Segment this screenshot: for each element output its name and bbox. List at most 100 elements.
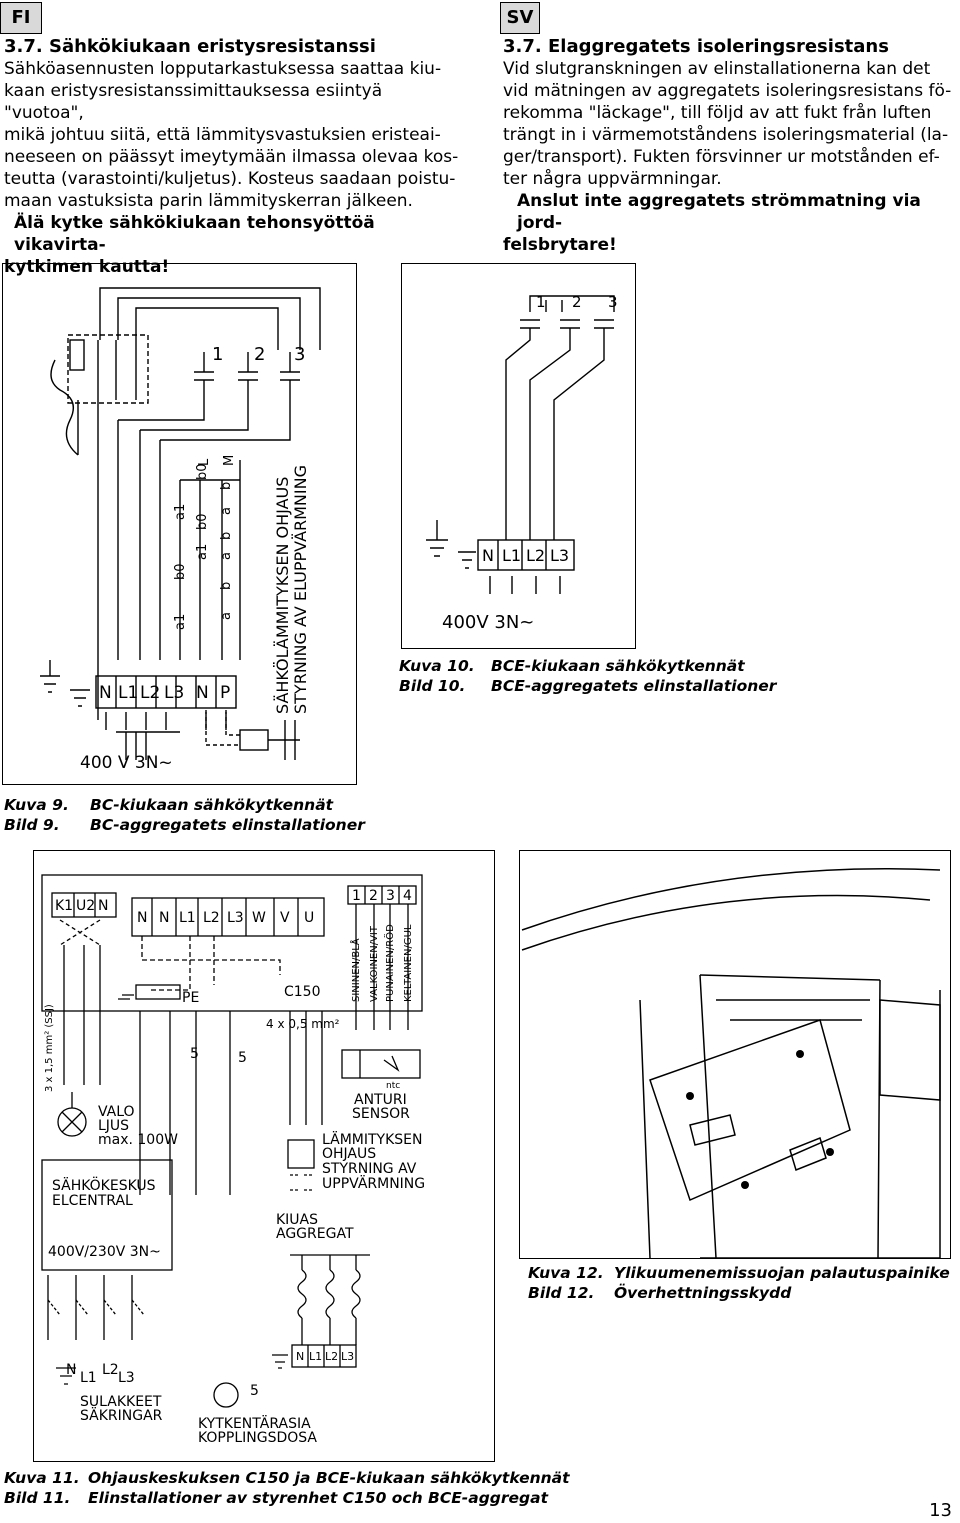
fig9-sw-8: b — [219, 582, 234, 590]
fig11-five-3: 5 — [250, 1383, 259, 1399]
fig11-ht-n: N — [296, 1350, 304, 1363]
fig9-caption: Kuva 9.BC-kiukaan sähkökytkennät Bild 9.… — [4, 795, 365, 835]
fig11-t-l2: L2 — [203, 910, 220, 926]
fig11-k1: K1 — [55, 898, 73, 914]
fig9-term-l3: L3 — [164, 683, 184, 703]
fig9-sw-9: a — [219, 552, 234, 560]
fig11-kn: N — [98, 898, 108, 914]
sv-line-4: trängt in i värmemotståndens isoleringsm… — [503, 125, 949, 145]
sv-line-5: ger/transport). Fukten försvinner ur mot… — [503, 147, 940, 167]
fi-line-4: neeseen on päässyt imeytymään ilmassa ol… — [4, 147, 459, 167]
fig11-heating-2: OHJAUS — [322, 1146, 376, 1162]
fig9-sw-6: b0 — [195, 463, 210, 480]
fig9-cap-fi-key: Kuva 9. — [4, 796, 69, 814]
fig9-cap-sv: BC-aggregatets elinstallationer — [90, 816, 365, 834]
fig11-heater-1: KIUAS — [276, 1212, 318, 1228]
fig11-box-1: KYTKENTÄRASIA — [198, 1414, 311, 1432]
fig12-caption: Kuva 12. Ylikuumenemissuojan palautuspain… — [528, 1263, 950, 1303]
fig11-five-2: 5 — [238, 1050, 247, 1066]
fig11-wire-yellow: KELTAINEN/GUL — [403, 924, 414, 1002]
figure-10-frame — [401, 263, 636, 649]
sv-tag: SV — [500, 2, 540, 34]
page-number: 13 — [929, 1500, 952, 1521]
fig11-ht-l3: L3 — [341, 1350, 354, 1363]
fig11-central-2: ELCENTRAL — [52, 1193, 133, 1209]
fig11-heater-2: AGGREGAT — [276, 1226, 354, 1242]
fig11-light-3: max. 100W — [98, 1132, 178, 1148]
fi-tag: FI — [0, 2, 42, 34]
fig11-sp-l2: L2 — [102, 1362, 119, 1378]
fig11-five-1: 5 — [190, 1046, 199, 1062]
fig11-t-u: U — [304, 910, 314, 926]
fig9-supply: 400 V 3N~ — [80, 753, 173, 773]
fig11-sp-l1: L1 — [80, 1370, 97, 1386]
fig11-cap-fi-key: Kuva 11. — [4, 1469, 80, 1487]
fig11-t-l3: L3 — [227, 910, 244, 926]
fig9-num-3: 3 — [294, 344, 305, 365]
fig10-caption: Kuva 10. BCE-kiukaan sähkökytkennät Bild … — [399, 656, 776, 696]
sv-warning-2: felsbrytare! — [503, 235, 617, 255]
fig10-num-2: 2 — [572, 293, 582, 311]
fig11-light-1: VALO — [98, 1104, 135, 1120]
fig11-s-4: 4 — [403, 888, 412, 904]
fig10-cap-fi: BCE-kiukaan sähkökytkennät — [491, 657, 745, 675]
fig10-term-l1: L1 — [502, 546, 521, 565]
fig12-cap-fi-key: Kuva 12. — [528, 1264, 604, 1282]
fig11-box-2: KOPPLINGSDOSA — [198, 1430, 317, 1446]
fig10-cap-sv: BCE-aggregatets elinstallationer — [491, 677, 777, 695]
fig11-pe: PE — [182, 990, 199, 1006]
fi-heading: 3.7. Sähkökiukaan eristysresistanssi — [4, 36, 376, 57]
fig11-fuses-1: SULAKKEET — [80, 1394, 162, 1410]
fig9-sw-11: a — [219, 507, 234, 515]
fig11-cap-fi: Ohjauskeskuksen C150 ja BCE-kiukaan sähk… — [88, 1469, 570, 1487]
fig11-sensor-2: SENSOR — [352, 1106, 410, 1122]
sv-section: 3.7. Elaggregatets isoleringsresistans V… — [503, 36, 958, 256]
fig9-sw-14: M — [222, 455, 237, 466]
fig11-s-2: 2 — [369, 888, 378, 904]
fig9-cap-sv-key: Bild 9. — [4, 816, 60, 834]
figure-11-frame — [33, 850, 495, 1462]
fig10-supply: 400V 3N~ — [442, 612, 534, 633]
fig11-cap-sv: Elinstallationer av styrenhet C150 och B… — [88, 1489, 549, 1507]
figure-9-frame — [2, 263, 357, 785]
fig11-ht-l2: L2 — [325, 1350, 338, 1363]
fig11-central-1: SÄHKÖKESKUS — [52, 1176, 156, 1194]
fig10-term-l3: L3 — [550, 546, 569, 565]
fig11-t-w: W — [252, 910, 266, 926]
fig9-control-2: STYRNING AV ELUPPVÄRMNING — [291, 465, 310, 714]
fig11-sp-n: N — [66, 1362, 76, 1378]
fig11-caption: Kuva 11. Ohjauskeskuksen C150 ja BCE-kiuk… — [4, 1468, 570, 1508]
fig12-cap-fi: Ylikuumenemissuojan palautuspainike — [614, 1264, 950, 1282]
fig11-cable: 4 x 0,5 mm² — [266, 1017, 340, 1031]
sv-line-3: rekomma "läckage", till följd av att fuk… — [503, 103, 932, 123]
fi-line-3: mikä johtuu siitä, että lämmitysvastuksi… — [4, 125, 441, 145]
fi-warning-2: kytkimen kautta! — [4, 257, 170, 277]
fig10-term-l2: L2 — [526, 546, 545, 565]
fi-warning-1: Älä kytke sähkökiukaan tehonsyöttöä vika… — [14, 213, 375, 255]
fig11-ht-l1: L1 — [309, 1350, 322, 1363]
fig9-num-2: 2 — [254, 344, 265, 365]
fig9-sw-3: a1 — [173, 504, 188, 520]
sv-heading: 3.7. Elaggregatets isoleringsresistans — [503, 36, 889, 57]
fig11-c150: C150 — [284, 984, 321, 1000]
fig10-cap-sv-key: Bild 10. — [399, 677, 466, 695]
fig9-term-n2: N — [196, 683, 209, 703]
fig9-control-1: SÄHKÖLÄMMITYKSEN OHJAUS — [273, 477, 292, 714]
fig10-cap-fi-key: Kuva 10. — [399, 657, 475, 675]
fi-line-6: maan vastuksista parin lämmityskerran jä… — [4, 191, 413, 211]
fig9-sw-10: b — [219, 532, 234, 540]
fig11-heating-4: UPPVÄRMNING — [322, 1174, 425, 1192]
fig9-term-p: P — [220, 683, 230, 703]
fig11-sensor-1: ANTURI — [354, 1092, 407, 1108]
fig11-heating-3: STYRNING AV — [322, 1161, 417, 1177]
sv-line-1: Vid slutgranskningen av elinstallationer… — [503, 59, 931, 79]
fig11-light-2: LJUS — [98, 1118, 129, 1134]
fig9-sw-5: b0 — [195, 513, 210, 530]
fig9-num-1: 1 — [212, 344, 223, 365]
fig9-sw-13: L — [197, 458, 212, 466]
fig11-t-l1: L1 — [179, 910, 196, 926]
fig11-wire-red: PUNAINEN/RÖD — [383, 924, 396, 1002]
fig11-fuses-2: SÄKRINGAR — [80, 1406, 163, 1424]
